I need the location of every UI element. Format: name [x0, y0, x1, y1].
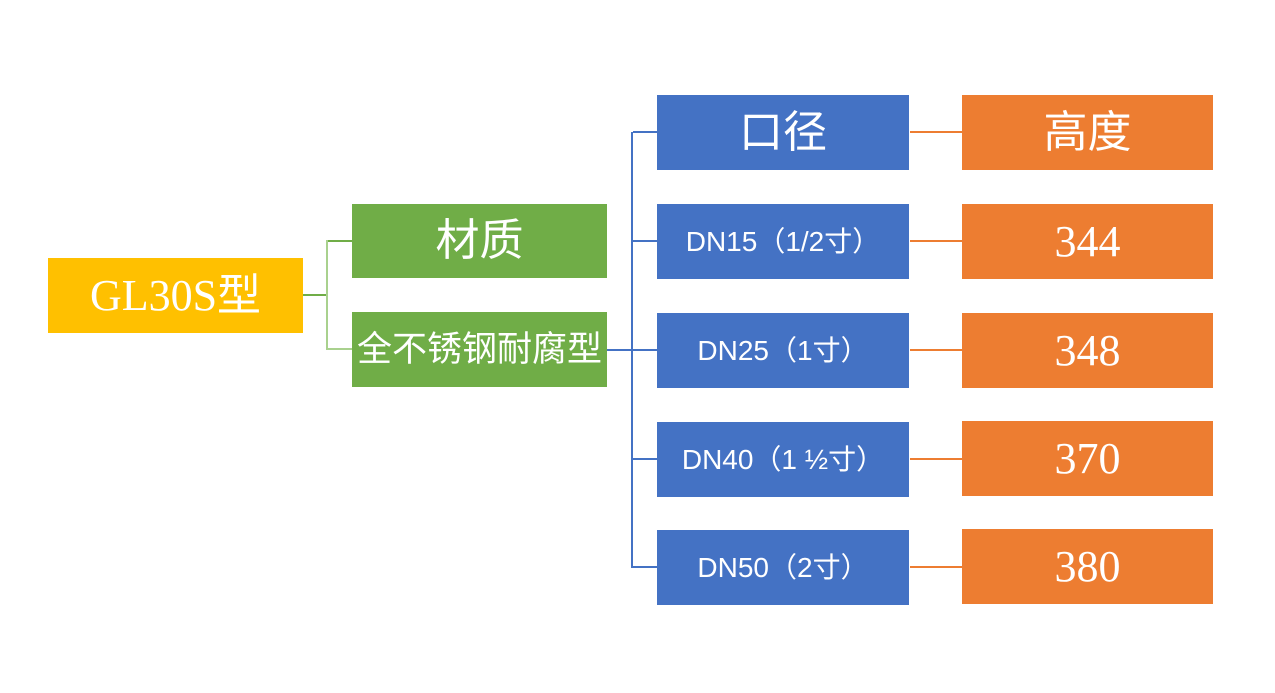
- connector-dn40-stub: [633, 458, 657, 460]
- connector-dn50-height: [910, 566, 962, 568]
- node-diameter-dn15: DN15（1/2寸）: [657, 204, 909, 279]
- connector-header-row: [910, 131, 962, 133]
- node-height-348: 348: [962, 313, 1213, 388]
- diameter-dn15-label: DN15（1/2寸）: [685, 225, 881, 257]
- connector-dn15-height: [910, 240, 962, 242]
- node-diameter-dn25: DN25（1寸）: [657, 313, 909, 388]
- connector-diameter-header-stub: [633, 131, 657, 133]
- connector-dn15-stub: [633, 240, 657, 242]
- connector-diameter-vertical: [631, 132, 633, 568]
- node-material-value: 全不锈钢耐腐型: [352, 312, 607, 387]
- root-model-label: GL30S型: [89, 270, 262, 320]
- diameter-header-label: 口径: [739, 107, 827, 157]
- material-header-label: 材质: [435, 216, 524, 265]
- connector-dn50-stub: [633, 566, 657, 568]
- height-370-label: 370: [1054, 433, 1121, 483]
- connector-material-vertical: [326, 240, 328, 350]
- node-height-370: 370: [962, 421, 1213, 496]
- node-height-380: 380: [962, 529, 1213, 604]
- height-344-label: 344: [1054, 216, 1121, 266]
- connector-root-branch: [303, 294, 328, 296]
- height-348-label: 348: [1054, 325, 1121, 375]
- node-root-model: GL30S型: [48, 258, 303, 333]
- connector-material-header-stub: [328, 240, 352, 242]
- diameter-dn40-label: DN40（1 ½寸）: [681, 443, 885, 475]
- node-diameter-dn40: DN40（1 ½寸）: [657, 422, 909, 497]
- node-material-header: 材质: [352, 204, 607, 278]
- node-height-header: 高度: [962, 95, 1213, 170]
- connector-material-value-stub: [328, 348, 352, 350]
- node-diameter-header: 口径: [657, 95, 909, 170]
- node-height-344: 344: [962, 204, 1213, 279]
- height-header-label: 高度: [1043, 107, 1132, 157]
- connector-dn40-height: [910, 458, 962, 460]
- material-value-label: 全不锈钢耐腐型: [356, 330, 602, 369]
- node-diameter-dn50: DN50（2寸）: [657, 530, 909, 605]
- diameter-dn25-label: DN25（1寸）: [697, 334, 869, 366]
- diameter-dn50-label: DN50（2寸）: [697, 551, 869, 583]
- connector-dn25-height: [910, 349, 962, 351]
- height-380-label: 380: [1054, 541, 1121, 591]
